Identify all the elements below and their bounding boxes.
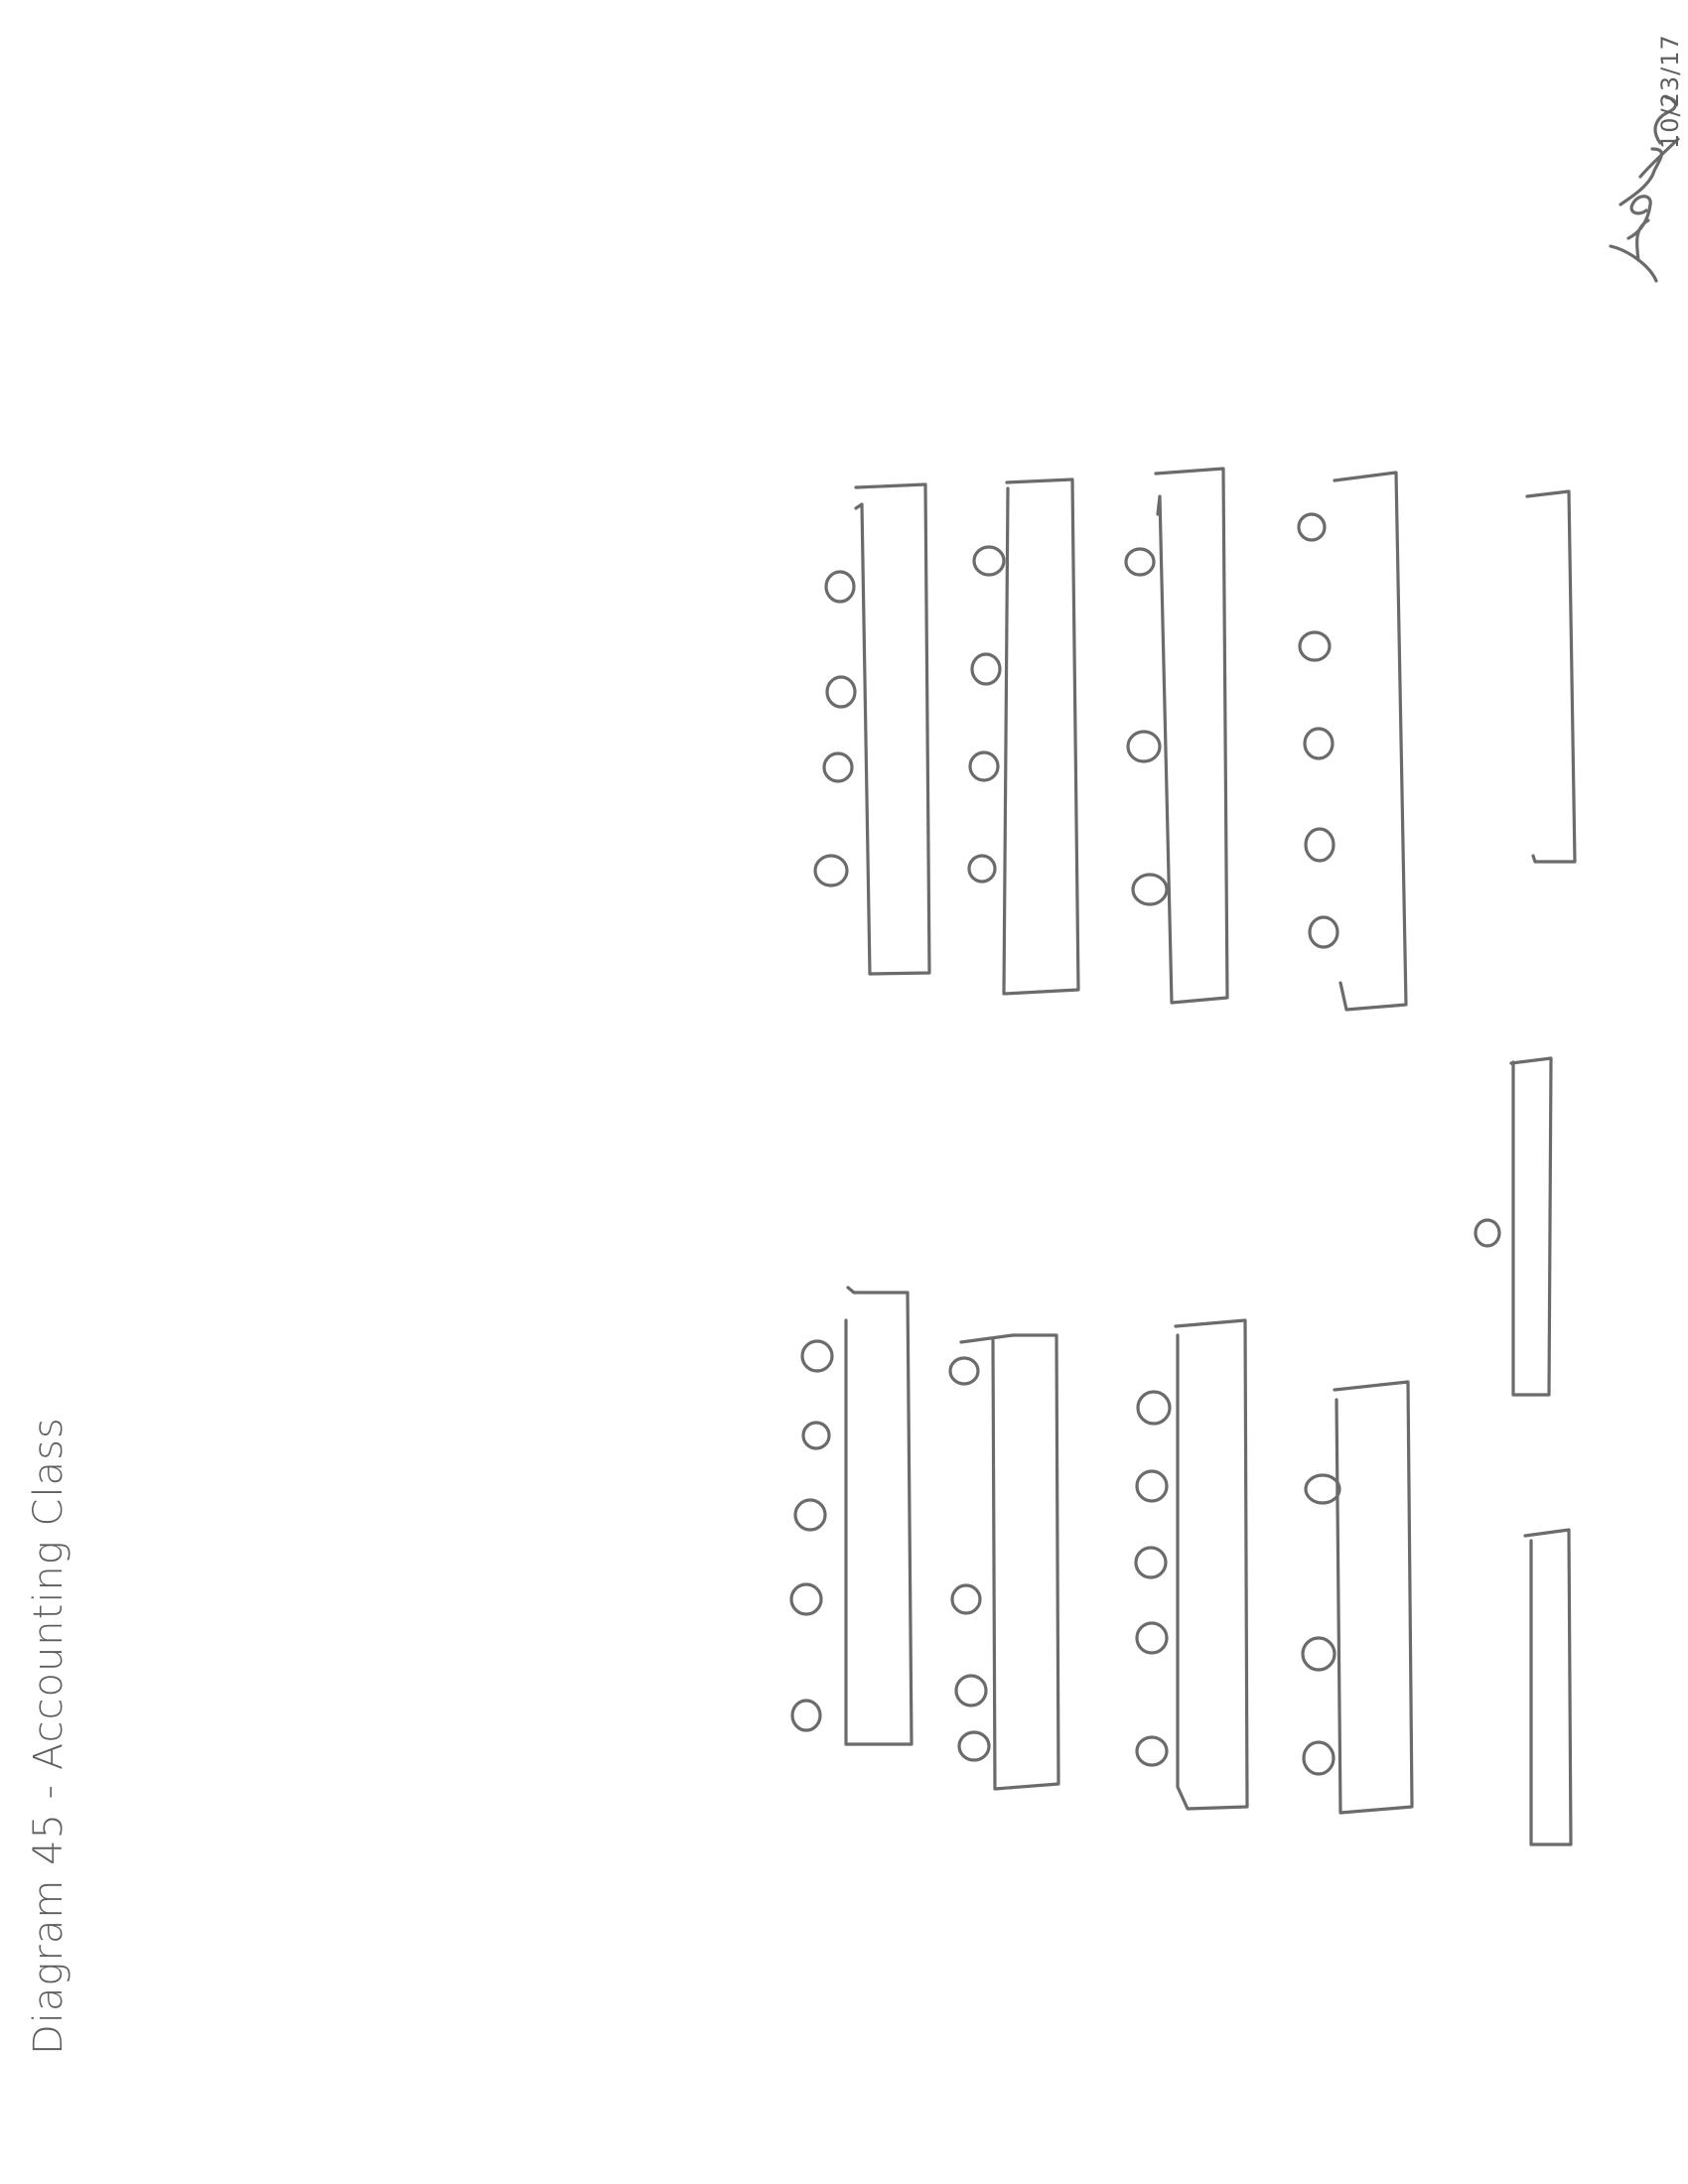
seat (970, 652, 1002, 686)
seat (793, 1498, 827, 1532)
seat (948, 1356, 980, 1386)
seat-column (789, 1339, 834, 1732)
seat (1308, 915, 1339, 949)
seat (1126, 730, 1162, 763)
lower-table-group (789, 1056, 1573, 1846)
seat-column (1124, 547, 1169, 906)
signature-date: 10/23/17 (1656, 34, 1684, 149)
table (1333, 471, 1408, 1012)
seat (957, 1730, 991, 1762)
seat (824, 570, 856, 604)
signature-scribble (1609, 95, 1680, 283)
table (844, 1286, 914, 1746)
table (1523, 1528, 1573, 1846)
seat (968, 751, 1000, 782)
seat (813, 854, 849, 887)
seat (1135, 1621, 1169, 1655)
table (1174, 1318, 1249, 1811)
seat-column (1301, 1473, 1341, 1776)
seat (822, 751, 854, 783)
seat (800, 1339, 834, 1373)
table (1154, 467, 1229, 1005)
seat (1304, 827, 1336, 863)
seat (1135, 1469, 1169, 1503)
teacher-seat (1474, 1218, 1501, 1248)
seat (1303, 727, 1335, 760)
table (1525, 489, 1577, 864)
table (959, 1333, 1060, 1791)
seat (1302, 1740, 1336, 1776)
seat-column (1297, 512, 1339, 949)
seat (972, 545, 1006, 577)
diagram-title: Diagram 45 - Accounting Class (26, 1417, 71, 2055)
seat (801, 1421, 831, 1450)
seat (1134, 1546, 1168, 1579)
table (1509, 1056, 1553, 1397)
seat-column (813, 570, 857, 887)
seat (1297, 512, 1327, 542)
table (854, 482, 931, 976)
seat (789, 1582, 823, 1616)
table (1002, 478, 1080, 996)
seat (950, 1583, 982, 1615)
seat (1136, 1390, 1172, 1426)
seat (967, 854, 997, 884)
table (1333, 1380, 1414, 1815)
seat (1131, 873, 1169, 906)
seat (1301, 1636, 1336, 1672)
seat (1304, 1473, 1341, 1505)
seat (790, 1699, 822, 1732)
seat (1135, 1735, 1169, 1767)
seat-column (967, 545, 1006, 884)
signature: 10/23/17 (1609, 34, 1684, 283)
seat (1124, 547, 1156, 577)
seat (1298, 630, 1332, 662)
seat (954, 1674, 988, 1707)
seat (825, 675, 857, 709)
seat-column (1134, 1390, 1172, 1767)
upper-table-group (813, 467, 1577, 1012)
seat-column (948, 1356, 991, 1762)
